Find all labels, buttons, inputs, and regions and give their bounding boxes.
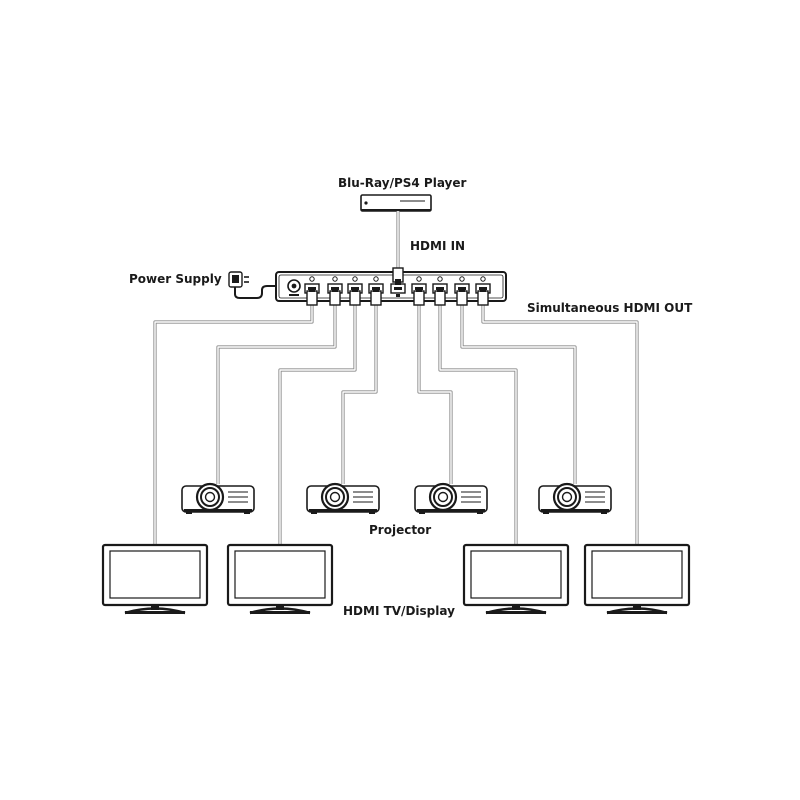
tv-display-icon: [226, 543, 334, 615]
projector-icon: [181, 482, 255, 514]
tv-display-icon: [462, 543, 570, 615]
hdmi-in-label: HDMI IN: [410, 239, 466, 253]
display-label: HDMI TV/Display: [343, 604, 455, 618]
projector-icon: [306, 482, 380, 514]
source-label: Blu-Ray/PS4 Player: [338, 176, 467, 190]
projector-icon: [538, 482, 612, 514]
output-plugs: [306, 288, 489, 306]
blu-ray-player-icon: [360, 194, 432, 212]
tv-display-icon: [583, 543, 691, 615]
hdmi-in-cable: [392, 211, 404, 285]
displays: [101, 543, 691, 615]
hdmi-out-cable: [460, 300, 577, 484]
projector-icon: [414, 482, 488, 514]
projectors: [181, 482, 612, 514]
cables: [153, 300, 639, 545]
hdmi-out-cable: [216, 300, 337, 484]
power-adapter-icon: [228, 271, 288, 299]
hdmi-out-label: Simultaneous HDMI OUT: [527, 301, 693, 315]
power-supply-label: Power Supply: [129, 272, 222, 286]
tv-display-icon: [101, 543, 209, 615]
projector-label: Projector: [369, 523, 432, 537]
